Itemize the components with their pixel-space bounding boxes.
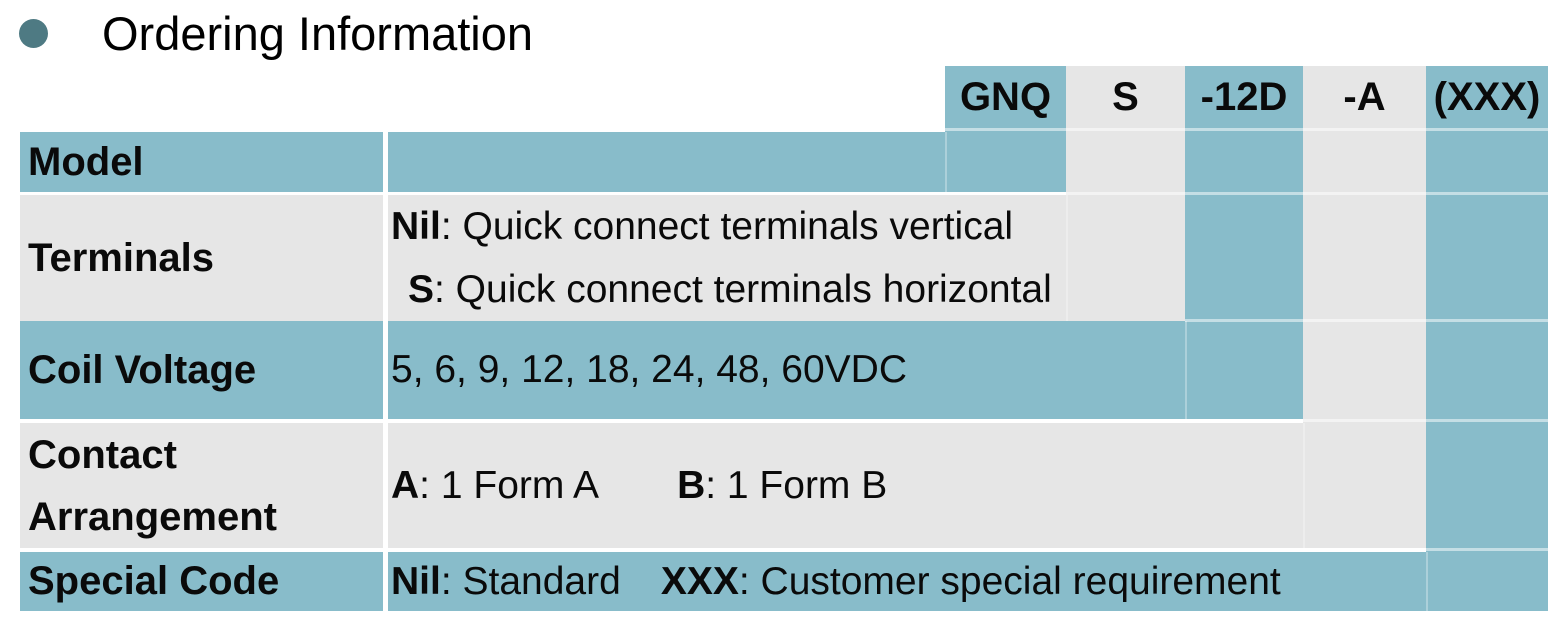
special-option-xxx-desc: : Customer special requirement [738, 560, 1281, 603]
grid-line [1303, 419, 1548, 422]
row-special-band [20, 552, 1548, 611]
grid-seam [1185, 321, 1187, 419]
grid-seam [1303, 423, 1305, 548]
terminals-option-nil-desc: : Quick connect terminals vertical [440, 205, 1014, 248]
terminals-options: Nil: Quick connect terminals vertical S:… [391, 195, 1052, 321]
section-title: Ordering Information [102, 7, 534, 60]
contact-option-a-desc: : 1 Form A [419, 464, 600, 507]
column-divider [383, 132, 388, 611]
grid-line [945, 128, 1548, 131]
row-coil-voltage-band [20, 321, 1303, 419]
row-model-band [20, 132, 1066, 192]
row-contact-band [20, 423, 1426, 548]
code-segment-terminals: S [1112, 75, 1139, 119]
row-label-contact-arrangement: Contact Arrangement [28, 423, 277, 548]
special-code-options: Nil: Standard XXX: Customer special requi… [391, 552, 1281, 611]
contact-option-b-code: B [677, 464, 706, 507]
coil-voltage-values: 5, 6, 9, 12, 18, 24, 48, 60VDC [391, 348, 908, 391]
terminals-option-nil: Nil: Quick connect terminals vertical [391, 195, 1052, 258]
code-segment-special: (XXX) [1433, 75, 1541, 119]
code-segment-coil-voltage: -12D [1200, 75, 1288, 119]
grid-seam [1066, 195, 1068, 321]
contact-option-b-desc: : 1 Form B [705, 464, 888, 507]
code-segment-model: GNQ [959, 75, 1052, 119]
terminals-option-s: S: Quick connect terminals horizontal [391, 258, 1052, 321]
special-option-nil-desc: : Standard [440, 560, 621, 603]
contact-option-a-code: A [391, 464, 420, 507]
grid-seam [1426, 552, 1428, 611]
row-label-coil-voltage: Coil Voltage [28, 348, 257, 392]
code-segment-contact: -A [1343, 75, 1386, 119]
section-bullet-icon [19, 19, 48, 48]
contact-label-line2: Arrangement [28, 494, 277, 539]
terminals-option-s-code: S [408, 268, 435, 311]
special-option-nil-code: Nil [391, 560, 441, 603]
row-terminals-band [20, 195, 1185, 321]
grid-line [1426, 548, 1548, 551]
special-option-xxx-code: XXX [660, 560, 739, 603]
terminals-option-s-desc: : Quick connect terminals horizontal [434, 268, 1052, 311]
row-label-special-code: Special Code [28, 559, 280, 603]
contact-label-line1: Contact [28, 432, 177, 477]
grid-line [1066, 192, 1548, 195]
row-label-model: Model [28, 140, 144, 184]
code-column-special-strip [1426, 66, 1548, 611]
grid-seam [945, 132, 947, 192]
terminals-option-nil-code: Nil [391, 205, 441, 248]
row-label-terminals: Terminals [28, 236, 214, 280]
grid-line [1185, 319, 1548, 322]
contact-arrangement-options: A: 1 Form A B: 1 Form B [391, 423, 887, 548]
